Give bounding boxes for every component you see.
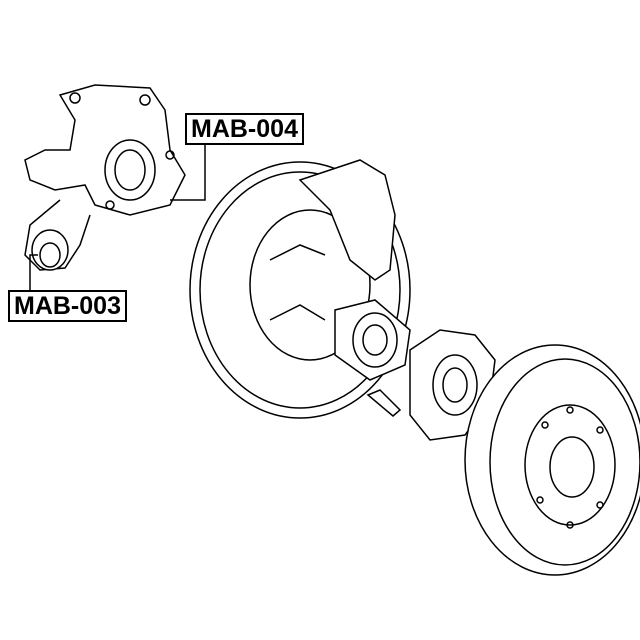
steering-knuckle [24,84,186,271]
brake-rotor [464,344,640,576]
brake-backing-plate [189,159,411,419]
leader-line-mab-004 [170,143,206,201]
hub-bearing [334,299,411,381]
leader-line-mab-003 [29,254,38,290]
wheel-bolt [366,389,402,417]
part-label-mab-003: MAB-003 [8,290,127,322]
part-label-mab-004: MAB-004 [185,113,304,145]
